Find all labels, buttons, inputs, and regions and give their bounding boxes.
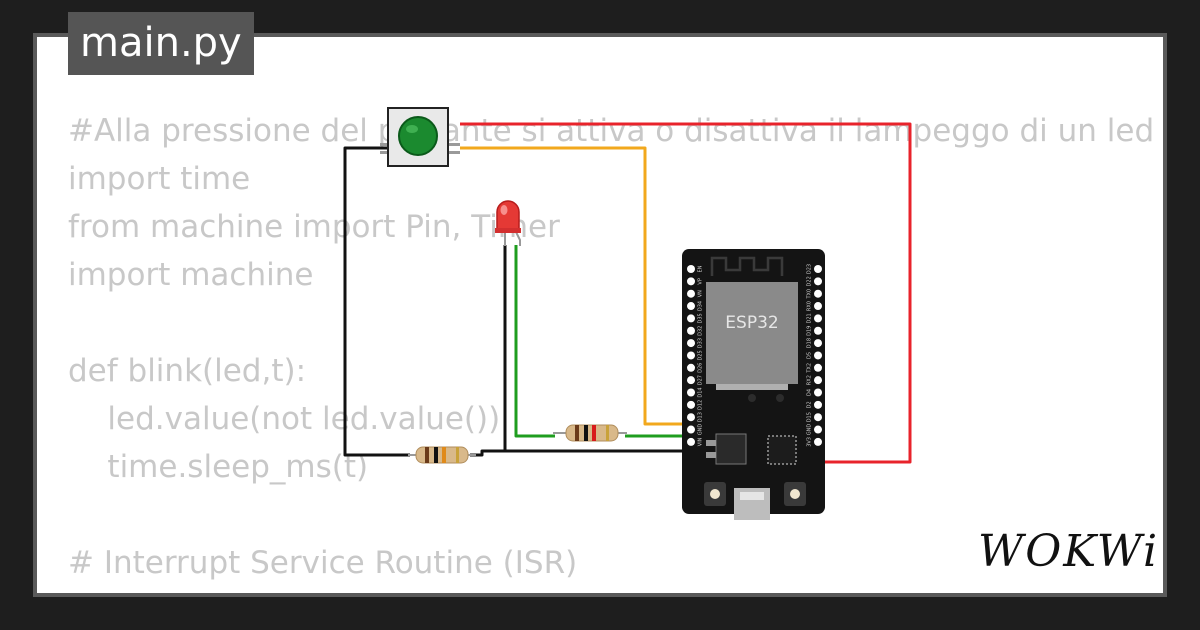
code-editor: #Alla pressione del pulsante si attiva o… xyxy=(68,107,1154,593)
pin-header-right-rx2[interactable] xyxy=(814,376,822,385)
pin-label: VN xyxy=(698,290,704,297)
pin-header-right-d5[interactable] xyxy=(814,351,822,360)
pin-label: D13 xyxy=(698,412,704,422)
pin-header-right-d18[interactable] xyxy=(814,339,822,348)
resistor-led[interactable] xyxy=(553,424,627,442)
pin-label: D34 xyxy=(698,301,704,311)
pin-header-right-d4[interactable] xyxy=(814,388,822,397)
pin-label: EN xyxy=(698,265,704,272)
code-line: led.value(not led.value()) xyxy=(68,401,501,437)
pin-header-left-vn[interactable] xyxy=(687,289,695,298)
wire-button-signal xyxy=(460,146,690,426)
pin-header-right-d2[interactable] xyxy=(814,400,822,409)
wire-led-anode xyxy=(514,245,555,438)
pin-label: D19 xyxy=(807,326,813,336)
pin-label: RX2 xyxy=(807,375,813,385)
pin-label: D33 xyxy=(698,338,704,348)
pin-header-right-d22[interactable] xyxy=(814,277,822,286)
pin-header-right-3v3[interactable] xyxy=(814,437,822,446)
pin-header-left-d25[interactable] xyxy=(687,351,695,360)
pin-label: TX0 xyxy=(807,289,813,300)
wire-ground-button xyxy=(343,146,410,457)
pin-label: D27 xyxy=(698,375,704,385)
pin-header-left-d12[interactable] xyxy=(687,400,695,409)
pin-label: GND xyxy=(807,424,813,436)
pin-label: D21 xyxy=(807,313,813,323)
pin-label: D4 xyxy=(807,389,813,396)
wire-ground-resistor xyxy=(470,449,690,457)
pin-header-right-rx0[interactable] xyxy=(814,302,822,311)
antenna-trace xyxy=(710,256,784,276)
preview-card: #Alla pressione del pulsante si attiva o… xyxy=(37,37,1163,593)
pin-label: 3V3 xyxy=(807,437,813,447)
pin-label: D15 xyxy=(807,412,813,422)
code-line: #Alla pressione del pulsante si attiva o… xyxy=(68,113,1155,149)
led-red[interactable] xyxy=(495,200,521,246)
pin-header-left-vin[interactable] xyxy=(687,437,695,446)
pin-header-left-vp[interactable] xyxy=(687,277,695,286)
resistor-button[interactable] xyxy=(408,446,476,464)
voltage-regulator xyxy=(715,433,747,465)
code-line: import machine xyxy=(68,257,314,293)
chip-label: ESP32 xyxy=(725,313,778,333)
pin-label: VP xyxy=(698,278,704,284)
pin-header-left-d27[interactable] xyxy=(687,376,695,385)
wire-power xyxy=(460,122,912,464)
pin-header-right-d23[interactable] xyxy=(814,265,822,273)
pin-header-left-gnd[interactable] xyxy=(687,425,695,434)
pin-header-left-d13[interactable] xyxy=(687,413,695,422)
pin-header-left-d32[interactable] xyxy=(687,326,695,335)
pin-header-right-tx0[interactable] xyxy=(814,289,822,298)
pin-header-left-d34[interactable] xyxy=(687,302,695,311)
pin-label: D25 xyxy=(698,350,704,360)
pin-header-right-gnd[interactable] xyxy=(814,425,822,434)
code-line: # Interrupt Service Routine (ISR) xyxy=(68,545,578,581)
pin-label: RX0 xyxy=(807,301,813,311)
code-line: def blink(led,t): xyxy=(68,353,307,389)
pin-header-left-d35[interactable] xyxy=(687,314,695,323)
code-line: time.sleep_ms(t) xyxy=(68,449,369,485)
pin-label: D2 xyxy=(807,401,813,408)
pin-header-right-tx2[interactable] xyxy=(814,363,822,372)
pin-label: D26 xyxy=(698,363,704,373)
pin-label: D14 xyxy=(698,387,704,397)
pin-label: TX2 xyxy=(807,363,813,374)
pin-header-right-d19[interactable] xyxy=(814,326,822,335)
pin-label: D23 xyxy=(807,264,813,274)
code-line: import time xyxy=(68,161,251,197)
esp32-module xyxy=(706,282,798,384)
pin-header-right-d15[interactable] xyxy=(814,413,822,422)
pushbutton[interactable] xyxy=(380,107,460,167)
filename-tab[interactable]: main.py xyxy=(68,12,254,75)
pin-label: GND xyxy=(698,424,704,436)
pin-label: D18 xyxy=(807,338,813,348)
pin-header-left-d14[interactable] xyxy=(687,388,695,397)
esp32-board[interactable]: ESP32 ENVPVND34D35D32D33D25D26D27D14D12D… xyxy=(682,249,825,520)
usb-serial-chip xyxy=(767,435,797,465)
pin-label: D5 xyxy=(807,352,813,359)
pin-header-right-d21[interactable] xyxy=(814,314,822,323)
pin-header-left-en[interactable] xyxy=(687,265,695,273)
pin-label: D35 xyxy=(698,313,704,323)
pin-label: D32 xyxy=(698,326,704,336)
pin-label: D22 xyxy=(807,276,813,286)
wokwi-logo: WOKWi xyxy=(978,526,1160,577)
pin-label: D12 xyxy=(698,400,704,410)
pin-header-left-d26[interactable] xyxy=(687,363,695,372)
pin-label: VIN xyxy=(698,437,704,446)
pin-header-left-d33[interactable] xyxy=(687,339,695,348)
